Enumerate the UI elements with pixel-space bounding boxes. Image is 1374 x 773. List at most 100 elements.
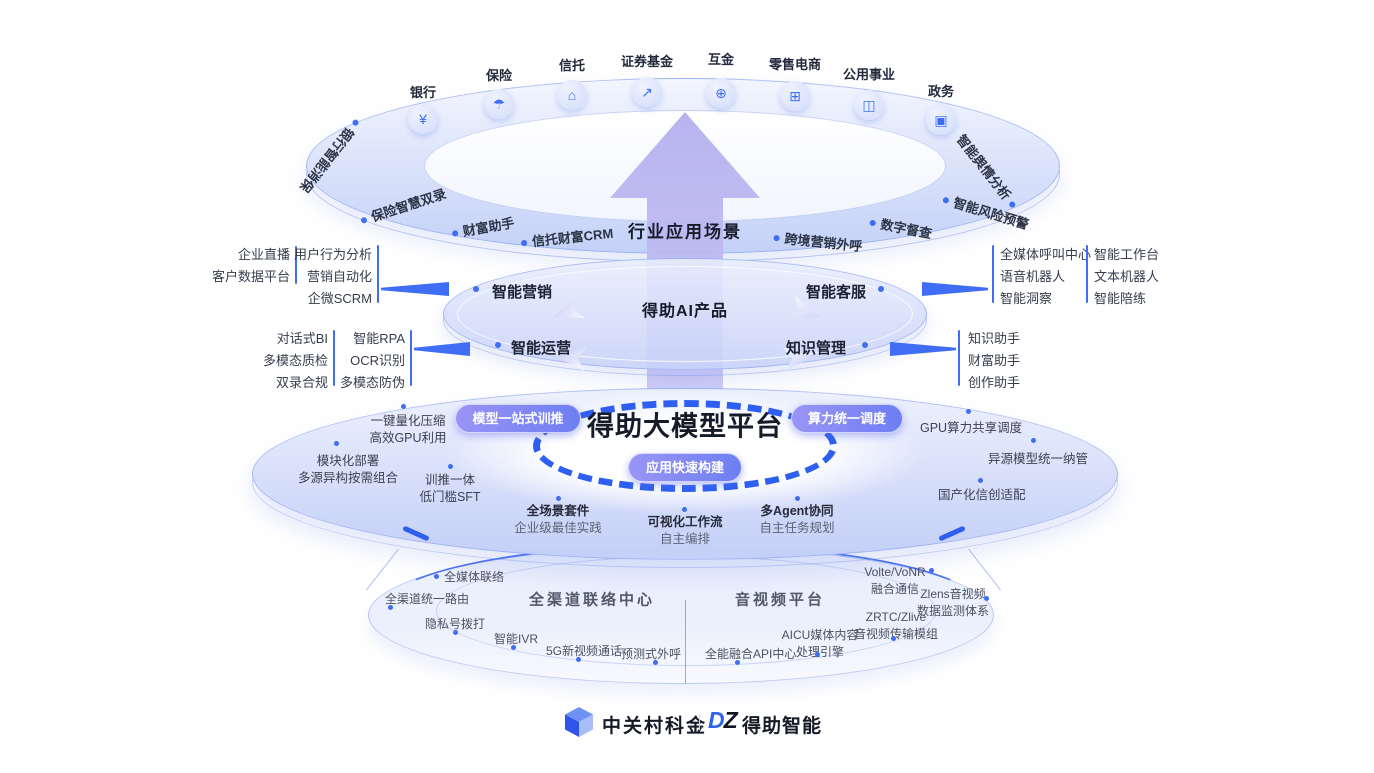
- pill-app-building: 应用快速构建: [628, 453, 742, 482]
- feature-item: OCR识别: [350, 353, 405, 368]
- platform-feature: 一键量化压缩高效GPU利用: [369, 413, 446, 447]
- industry-label-retail-ecommerce: 零售电商: [768, 57, 821, 72]
- zhongguancun-logo: [562, 705, 596, 744]
- feature-line: 自主任务规划: [759, 520, 835, 535]
- industry-label-insurance: 保险: [485, 68, 512, 83]
- feature-item: 智能RPA: [353, 331, 405, 346]
- infra-dot: [576, 657, 581, 662]
- industry-label-public-utility: 公用事业: [842, 67, 895, 82]
- category-dot: [473, 286, 479, 292]
- platform-feature: 国产化信创适配: [938, 488, 1026, 502]
- infra-item: 5G新视频通话: [546, 644, 623, 658]
- infra-item-line: ZRTC/Zlive: [865, 610, 927, 624]
- feature-item: 知识助手: [968, 331, 1021, 346]
- infra-item-line: Zlens音视频: [920, 587, 986, 601]
- column-divider: [377, 245, 379, 303]
- infra-item: 智能IVR: [494, 632, 539, 646]
- feature-item: 智能陪练: [1094, 291, 1147, 306]
- platform-feature: 异源模型统一纳管: [988, 452, 1089, 466]
- platform-feature: 可视化工作流自主编排: [647, 514, 722, 548]
- infra-dot: [891, 636, 896, 641]
- column-divider: [295, 246, 297, 284]
- connector-wedge: [890, 342, 956, 356]
- infra-connector-line: [968, 548, 1001, 591]
- feature-item: 多模态质检: [262, 353, 328, 368]
- feature-item: 企业直播: [237, 247, 290, 262]
- infra-item: 全渠道统一路由: [385, 592, 470, 606]
- government-icon: ▣: [926, 105, 956, 135]
- category-knowledge-management: 知识管理: [786, 340, 847, 357]
- column-divider: [410, 330, 412, 386]
- pill-model-training: 模型一站式训推: [455, 404, 581, 433]
- ai-layer-inner-line: [457, 266, 913, 362]
- feature-item: 多模态防伪: [339, 375, 405, 390]
- contact-center-title: 全渠道联络中心: [528, 591, 656, 609]
- feature-line: 可视化工作流: [647, 515, 723, 529]
- insurance-icon: ☂: [484, 89, 514, 119]
- bullet-dot: [942, 196, 950, 204]
- feature-dot: [978, 478, 983, 483]
- connector-wedge: [922, 282, 988, 296]
- pill-compute-scheduling: 算力统一调度: [791, 404, 903, 433]
- infra-dot: [653, 660, 658, 665]
- industry-layer-title: 行业应用场景: [628, 222, 742, 242]
- ai-layer-title: 得助AI产品: [641, 303, 729, 320]
- feature-item: 用户行为分析: [293, 247, 372, 262]
- bullet-dot: [520, 239, 528, 246]
- infra-item-line: AICU媒体内容: [781, 628, 859, 642]
- footer-divider: [699, 713, 700, 730]
- infra-item: 预测式外呼: [621, 647, 682, 661]
- industry-label-bank: 银行: [409, 85, 436, 100]
- infra-item-line: 音视频传输模组: [853, 626, 939, 641]
- bank-icon: ¥: [408, 104, 438, 134]
- platform-title: 得助大模型平台: [587, 411, 783, 442]
- industry-label-government: 政务: [927, 84, 954, 99]
- public-utility-icon: ◫: [854, 90, 884, 120]
- feature-line: 一键量化压缩: [370, 414, 446, 428]
- infra-divider: [685, 600, 686, 684]
- category-smart-service: 智能客服: [806, 284, 867, 301]
- column-divider: [992, 245, 994, 303]
- retail-ecommerce-icon: ⊞: [780, 81, 810, 111]
- cube-logo-icon: [565, 707, 593, 737]
- feature-item: 财富助手: [968, 353, 1021, 368]
- infra-dot: [815, 652, 820, 657]
- feature-item: 全媒体呼叫中心: [1000, 247, 1092, 262]
- internet-finance-icon: ⊕: [706, 78, 736, 108]
- securities-fund-icon: ↗: [632, 77, 662, 107]
- feature-dot: [795, 496, 800, 501]
- bullet-dot: [773, 234, 780, 242]
- feature-item: 客户数据平台: [211, 269, 290, 284]
- infra-dot: [735, 660, 740, 665]
- feature-dot: [966, 409, 971, 414]
- infra-dot: [453, 630, 458, 635]
- bullet-dot: [869, 219, 877, 227]
- infra-item-line: 处理引擎: [795, 644, 845, 659]
- category-dot: [878, 286, 884, 292]
- infra-dot: [984, 596, 989, 601]
- connector-wedge: [414, 342, 470, 356]
- bullet-dot: [451, 229, 459, 237]
- infra-item-line: Volte/VoNR: [864, 565, 926, 579]
- industry-label-trust: 信托: [558, 58, 585, 73]
- brand-name: 得助智能: [742, 716, 823, 737]
- company-name: 中关村科金: [602, 716, 708, 737]
- infra-item: 全能融合API中心: [705, 647, 797, 661]
- category-smart-operations: 智能运营: [511, 340, 572, 357]
- infra-dot: [511, 645, 516, 650]
- feature-item: 创作助手: [968, 375, 1021, 390]
- feature-dot: [682, 507, 687, 512]
- feature-line: 低门槛SFT: [419, 489, 481, 504]
- infra-dot: [388, 605, 393, 610]
- feature-item: 文本机器人: [1094, 269, 1160, 284]
- feature-line: 训推一体: [424, 473, 476, 487]
- platform-feature: 多Agent协同自主任务规划: [759, 503, 834, 537]
- industry-label-securities-fund: 证券基金: [620, 54, 673, 69]
- infra-dot: [434, 574, 439, 579]
- infra-dot: [929, 568, 934, 573]
- category-dot: [862, 342, 868, 348]
- feature-item: 智能工作台: [1094, 247, 1160, 262]
- feature-item: 智能洞察: [1000, 291, 1053, 306]
- feature-line: 多源异构按需组合: [297, 470, 399, 485]
- av-platform-title: 音视频平台: [734, 591, 826, 609]
